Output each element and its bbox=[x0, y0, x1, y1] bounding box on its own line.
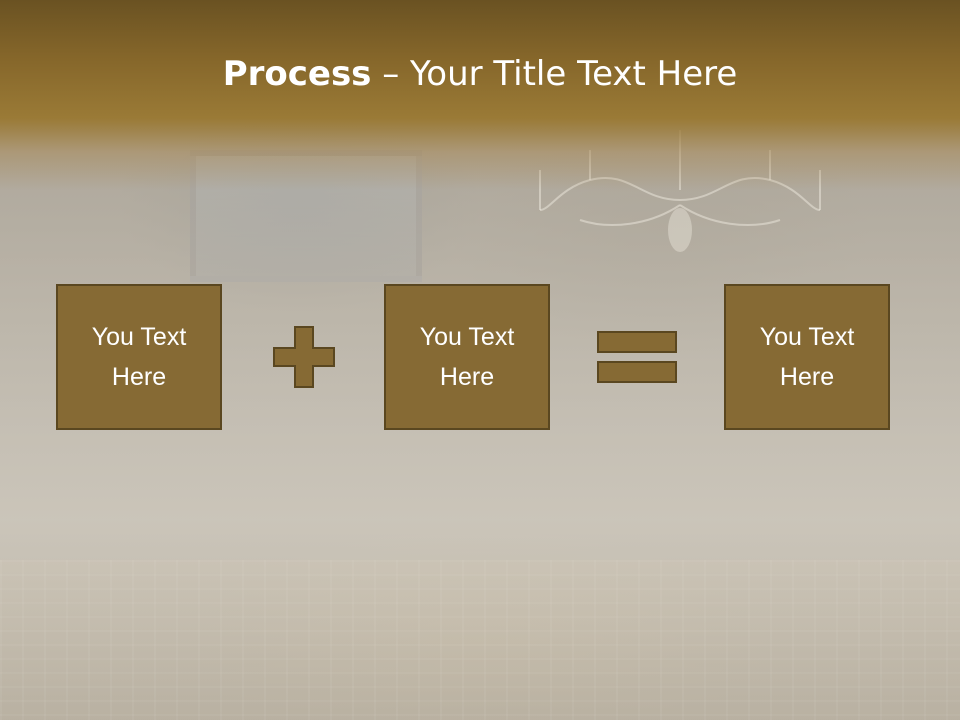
process-box-1: You Text Here bbox=[56, 284, 222, 430]
process-box-3-line1: You Text bbox=[759, 323, 855, 351]
header-band bbox=[0, 0, 960, 190]
process-box-1-line1: You Text bbox=[91, 323, 187, 351]
slide-title: Process – Your Title Text Here bbox=[0, 52, 960, 96]
title-bold: Process bbox=[222, 54, 372, 94]
process-box-2: You Text Here bbox=[384, 284, 550, 430]
process-box-1-line2: Here bbox=[111, 363, 167, 391]
equals-icon bbox=[597, 331, 677, 383]
title-rest: – Your Title Text Here bbox=[371, 54, 738, 94]
process-box-2-line2: Here bbox=[439, 363, 495, 391]
process-box-2-text: You Text Here bbox=[420, 317, 515, 397]
process-box-3-text: You Text Here bbox=[760, 317, 855, 397]
process-box-3: You Text Here bbox=[724, 284, 890, 430]
plus-icon bbox=[273, 326, 335, 388]
process-box-2-line1: You Text bbox=[419, 323, 515, 351]
process-box-3-line2: Here bbox=[779, 363, 835, 391]
process-box-1-text: You Text Here bbox=[92, 317, 187, 397]
